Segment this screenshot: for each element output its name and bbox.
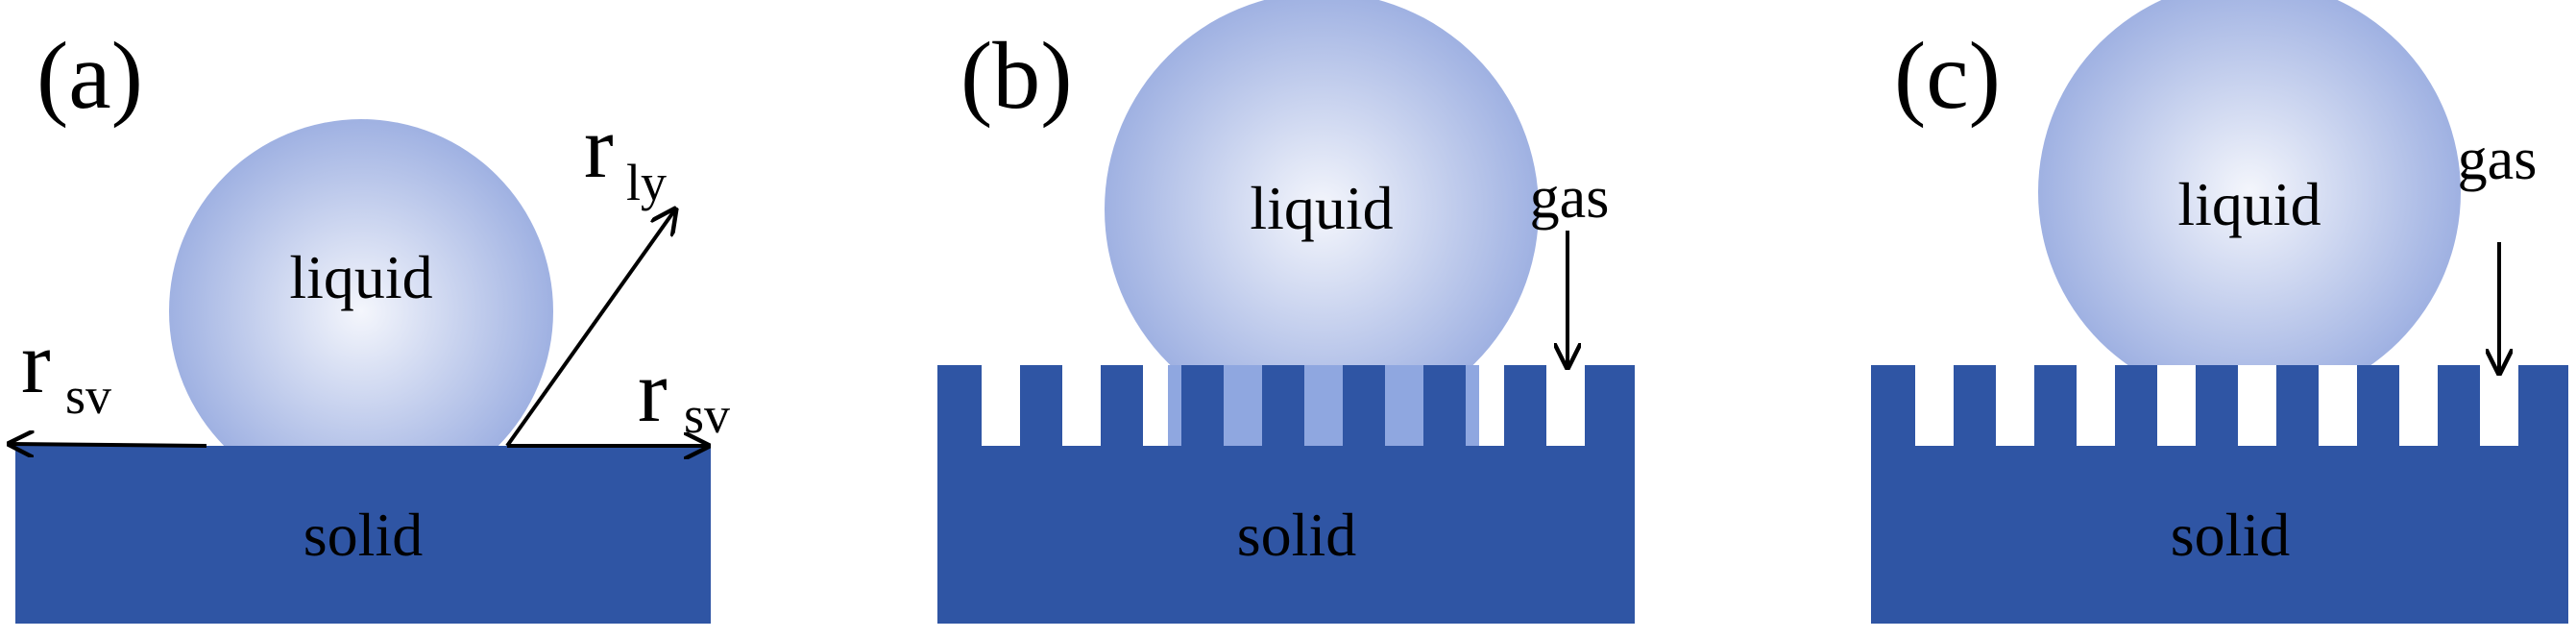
svg-text:r: r: [638, 342, 668, 440]
gas-label-b: gas: [1530, 165, 1610, 231]
solid-label-b: solid: [1237, 501, 1356, 569]
panel-c-label: (c): [1894, 22, 2001, 129]
liquid-label-a: liquid: [289, 243, 432, 311]
svg-text:r: r: [21, 313, 51, 411]
solid-textured-substrate-c: [1871, 365, 2568, 624]
panel-b: (b) liquid solid gas: [937, 0, 1635, 624]
liquid-droplet-a: [169, 119, 553, 446]
panel-b-label: (b): [960, 22, 1073, 129]
gas-label-c: gas: [2458, 127, 2538, 192]
liquid-label-b: liquid: [1250, 174, 1393, 242]
arrow-sv-left: [10, 444, 207, 446]
svg-text:sv: sv: [684, 386, 730, 444]
panel-a: (a) liquid solid r sv r sv r ly: [10, 22, 730, 624]
label-r-sv-right: r sv: [638, 342, 730, 444]
liquid-droplet-c: [2038, 0, 2461, 365]
solid-flat-substrate: [15, 446, 711, 624]
wetted-grooves: [1168, 365, 1479, 446]
svg-text:ly: ly: [626, 154, 667, 211]
solid-label-c: solid: [2171, 501, 2290, 569]
liquid-droplet-b: [1105, 0, 1539, 365]
solid-textured-substrate-b: [937, 365, 1635, 624]
svg-text:r: r: [584, 98, 614, 196]
svg-text:sv: sv: [65, 367, 111, 425]
solid-label-a: solid: [304, 501, 423, 569]
label-r-ly: r ly: [584, 98, 667, 211]
label-r-sv-left: r sv: [21, 313, 111, 425]
liquid-label-c: liquid: [2177, 170, 2321, 238]
panel-c: (c) liquid solid gas: [1871, 0, 2568, 624]
arrow-ly: [505, 209, 675, 448]
panel-a-label: (a): [36, 22, 143, 129]
